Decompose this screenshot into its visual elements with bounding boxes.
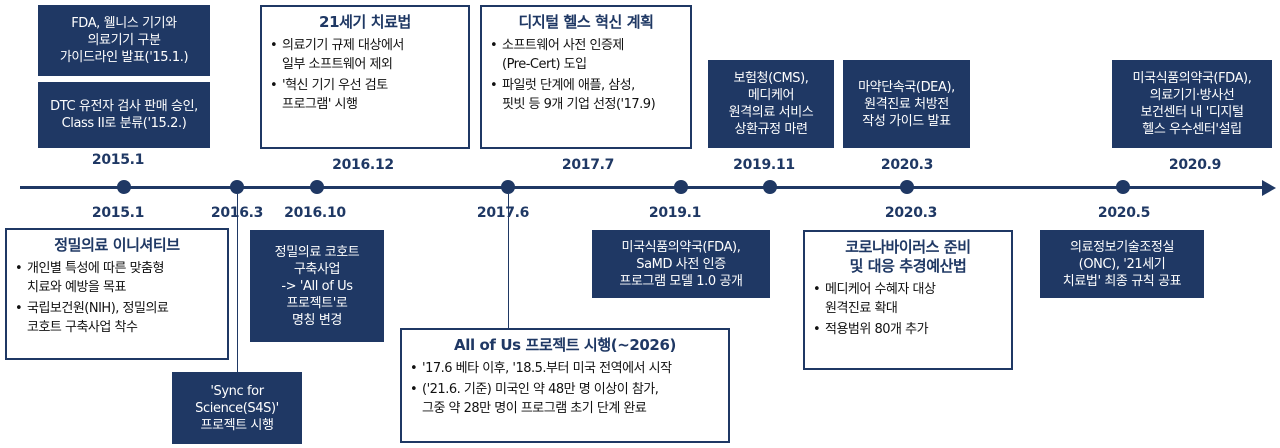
date-label: 2016.12 [332, 157, 394, 173]
timeline-dot [674, 180, 688, 194]
event-title: 디지털 헬스 혁신 계획 [518, 13, 654, 31]
event-s4s: 'Sync for Science(S4S)' 프로젝트 시행 [172, 372, 302, 444]
event-title: 코로나바이러스 준비 및 대응 추경예산법 [845, 238, 971, 275]
date-label: 2016.3 [210, 205, 264, 221]
connector-line [508, 194, 509, 328]
list-item: 소프트웨어 사전 인증제(Pre-Cert) 도입 [490, 36, 682, 74]
event-dea: 마약단속국(DEA), 원격진료 처방전 작성 가이드 발표 [843, 60, 970, 148]
date-label: 2020.3 [880, 157, 934, 173]
event-title: 21세기 치료법 [319, 13, 411, 31]
timeline-arrow-icon [1262, 180, 1276, 196]
list-item: 적용범위 80개 추가 [813, 320, 1003, 339]
event-digital-health: 디지털 헬스 혁신 계획 소프트웨어 사전 인증제(Pre-Cert) 도입 파… [480, 5, 692, 149]
list-item: ('21.6. 기준) 미국인 약 48만 명 이상이 참가,그중 약 28만 … [410, 380, 720, 418]
timeline-dot [501, 180, 515, 194]
event-all-of-us: All of Us 프로젝트 시행(~2026) '17.6 베타 이후, '1… [400, 328, 730, 443]
timeline-dot [310, 180, 324, 194]
date-label: 2020.9 [1168, 157, 1222, 173]
event-onc: 의료정보기술조정실 (ONC), '21세기 치료법' 최종 규칙 공표 [1040, 230, 1204, 298]
event-title: All of Us 프로젝트 시행(~2026) [454, 336, 676, 354]
event-title: 정밀의료 이니셔티브 [54, 236, 180, 254]
event-cohort-rename: 정밀의료 코호트 구축사업 -> 'All of Us 프로젝트'로 명칭 변경 [250, 230, 384, 342]
date-label: 2015.1 [91, 205, 145, 221]
date-label: 2017.7 [561, 157, 615, 173]
timeline-dot [900, 180, 914, 194]
timeline-dot [230, 180, 244, 194]
timeline-dot [763, 180, 777, 194]
event-dtc-genetic: DTC 유전자 검사 판매 승인, Class II로 분류('15.2.) [38, 82, 210, 148]
list-item: '17.6 베타 이후, '18.5.부터 미국 전역에서 시작 [410, 359, 720, 378]
date-label: 2019.1 [648, 205, 702, 221]
date-label: 2019.11 [733, 157, 795, 173]
event-fda-center: 미국식품의약국(FDA), 의료기기·방사선 보건센터 내 '디지털 헬스 우수… [1112, 60, 1272, 148]
connector-line [237, 194, 238, 372]
event-fda-wellness: FDA, 웰니스 기기와 의료기기 구분 가이드라인 발표('15.1.) [38, 5, 210, 76]
event-samd: 미국식품의약국(FDA), SaMD 사전 인증 프로그램 모델 1.0 공개 [592, 230, 770, 298]
timeline-dot [117, 180, 131, 194]
event-cms: 보험청(CMS), 메디케어 원격의료 서비스 상환규정 마련 [708, 60, 834, 148]
list-item: 파일럿 단계에 애플, 삼성,핏빗 등 9개 기업 선정('17.9) [490, 76, 682, 114]
timeline-dot [1116, 180, 1130, 194]
timeline-axis [20, 186, 1270, 189]
date-label: 2017.6 [476, 205, 530, 221]
date-label: 2020.5 [1097, 205, 1151, 221]
date-label: 2020.3 [884, 205, 938, 221]
date-label: 2016.10 [284, 205, 346, 221]
date-label: 2015.1 [91, 152, 145, 168]
